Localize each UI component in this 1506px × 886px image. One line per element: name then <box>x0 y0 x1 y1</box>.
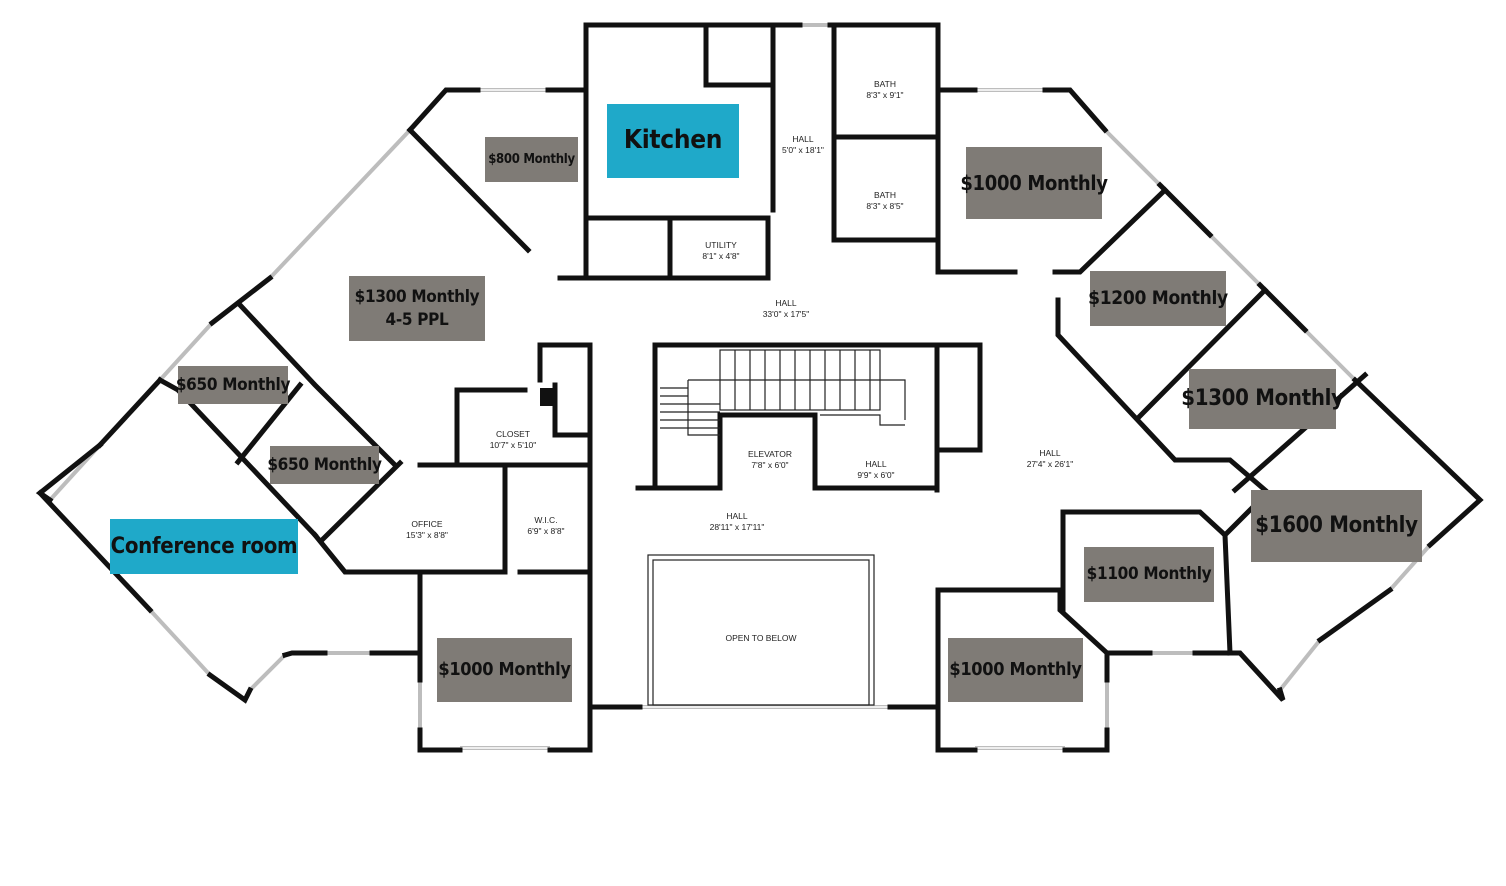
bath1-name: BATH <box>874 79 896 89</box>
office-name: OFFICE <box>411 519 442 529</box>
price-1300-line1: $1300 Monthly <box>354 286 480 307</box>
price-1100-label: $1100 Monthly <box>1084 547 1214 602</box>
bath1-dim: 8'3" x 9'1" <box>866 90 903 100</box>
room-labels: BATH 8'3" x 9'1" BATH 8'3" x 8'5" HALL 5… <box>406 79 1073 643</box>
closet-dim: 10'7" x 5'10" <box>490 440 537 450</box>
hall-mid-name: HALL <box>775 298 797 308</box>
walls <box>35 22 1484 753</box>
hall-small-name: HALL <box>865 459 887 469</box>
bath2-dim: 8'3" x 8'5" <box>866 201 903 211</box>
closet-name: CLOSET <box>496 429 530 439</box>
price-1000-top-right-label: $1000 Monthly <box>960 147 1108 219</box>
hall-small-dim: 9'9" x 6'0" <box>857 470 894 480</box>
elevator-dim: 7'8" x 6'0" <box>751 460 788 470</box>
stairs <box>660 349 906 436</box>
hall-mid-dim: 33'0" x 17'5" <box>763 309 810 319</box>
price-1300-4-5-ppl-label: $1300 Monthly 4-5 PPL <box>349 276 485 341</box>
utility-dim: 8'1" x 4'8" <box>702 251 739 261</box>
office-dim: 15'3" x 8'8" <box>406 530 448 540</box>
price-1000-bottom-left-label: $1000 Monthly <box>437 638 572 702</box>
price-1600-label: $1600 Monthly <box>1251 490 1422 562</box>
wic-dim: 6'9" x 8'8" <box>527 526 564 536</box>
price-800-label: $800 Monthly <box>485 137 578 182</box>
hall-right-dim: 27'4" x 26'1" <box>1027 459 1074 469</box>
price-1000-bottom-right-label: $1000 Monthly <box>948 638 1083 702</box>
utility-name: UTILITY <box>705 240 737 250</box>
hall-low-name: HALL <box>726 511 748 521</box>
bath2-name: BATH <box>874 190 896 200</box>
wic-name: W.I.C. <box>534 515 557 525</box>
conference-room-label: Conference room <box>110 519 298 574</box>
elevator-name: ELEVATOR <box>748 449 792 459</box>
price-1200-label: $1200 Monthly <box>1088 271 1228 326</box>
hall-low-dim: 28'11" x 17'11" <box>710 522 765 532</box>
windows <box>48 23 1432 750</box>
open-to-below-area <box>647 554 875 706</box>
kitchen-label: Kitchen <box>607 104 739 178</box>
price-650-b-label: $650 Monthly <box>267 446 382 484</box>
hall-right-name: HALL <box>1039 448 1061 458</box>
open-to-below-label: OPEN TO BELOW <box>725 633 796 643</box>
price-1300-right-label: $1300 Monthly <box>1181 369 1344 429</box>
price-1300-line2: 4-5 PPL <box>385 309 449 330</box>
hall-top-dim: 5'0" x 18'1" <box>782 145 824 155</box>
price-650-a-label: $650 Monthly <box>176 366 290 404</box>
hall-top-name: HALL <box>792 134 814 144</box>
